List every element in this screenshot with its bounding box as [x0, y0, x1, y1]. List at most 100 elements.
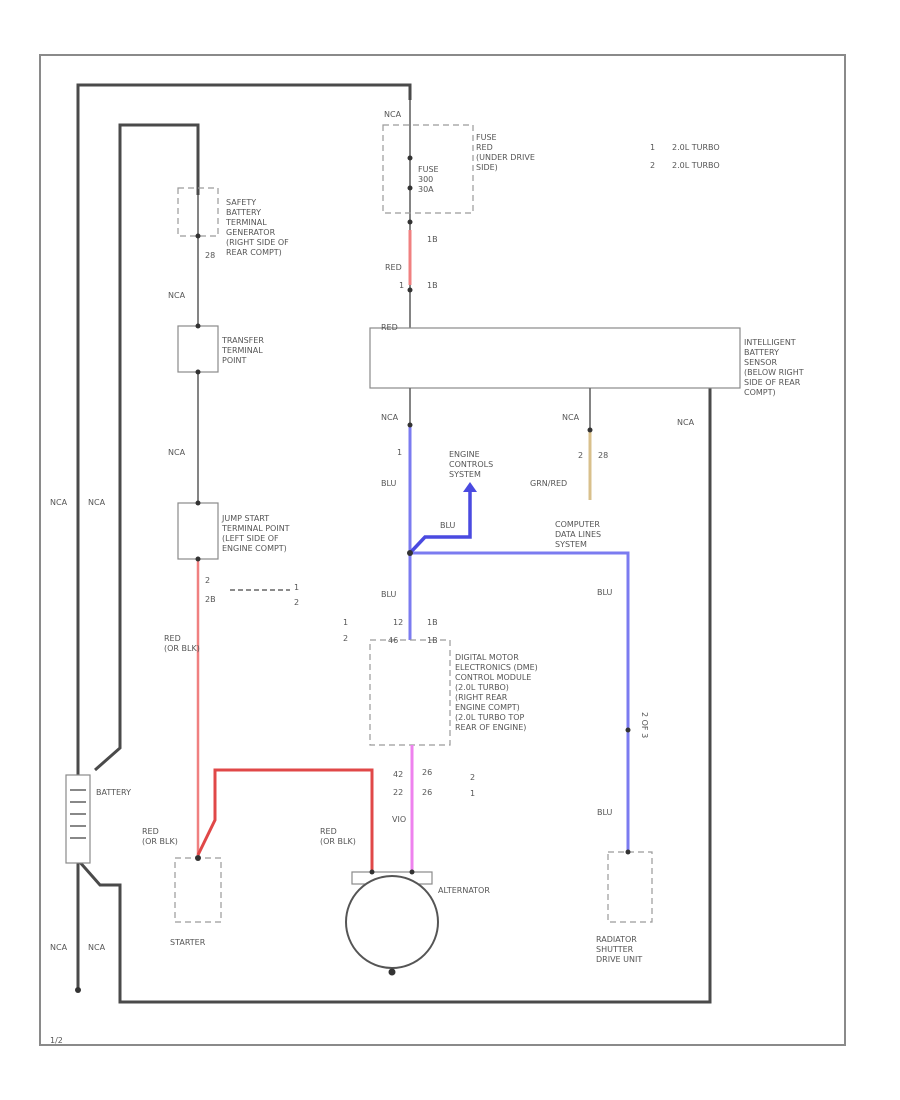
text-line: BATTERY: [744, 348, 779, 357]
legend-text: 2.0L TURBO: [672, 143, 720, 152]
wire-label: NCA: [677, 418, 695, 427]
legend-text: 2.0L TURBO: [672, 161, 720, 170]
dme-pin: 22: [393, 788, 403, 797]
transfer-point-box: [177, 325, 219, 373]
alternator-terminal: [409, 869, 415, 875]
connector-dot: [195, 369, 201, 375]
dme-pin: 42: [393, 770, 403, 779]
fuse-terminal: [407, 155, 413, 161]
connector-dot: [625, 849, 631, 855]
text-line: (UNDER DRIVE: [476, 153, 535, 162]
fuse-terminal: [407, 185, 413, 191]
text-line: ENGINE COMPT): [222, 544, 287, 553]
jump-start-pin: 2B: [205, 595, 216, 604]
battery-symbol: [65, 774, 91, 864]
wire-color-label: BLU: [381, 590, 397, 599]
jump-start-pin: 2: [205, 576, 210, 585]
wire-color-label: RED(OR BLK): [164, 634, 200, 653]
text-line: SYSTEM: [555, 540, 587, 549]
fuse-wire-label: NCA: [384, 110, 402, 119]
ground-wire-bottom: [76, 388, 712, 1004]
text-line: SYSTEM: [449, 470, 481, 479]
ground-wire-outer: [76, 83, 412, 775]
wire-color-label: GRN/RED: [530, 479, 567, 488]
wire-color-label: BLU: [597, 808, 613, 817]
dme-pin: 46: [388, 636, 398, 645]
text-line: SIDE OF REAR: [744, 378, 801, 387]
wire-color-label: VIO: [392, 815, 406, 824]
text-line: (OR BLK): [320, 837, 356, 846]
dme-pin: 1B: [427, 618, 438, 627]
text-line: COMPUTER: [555, 520, 600, 529]
text-line: (OR BLK): [164, 644, 200, 653]
connector-dot: [407, 422, 413, 428]
dme-pin: 26: [422, 788, 432, 797]
text-line: RED: [142, 827, 159, 836]
blue-wires: [407, 388, 631, 850]
text-line: (RIGHT REAR: [455, 693, 508, 702]
connector-dot: [195, 500, 201, 506]
text-line: RED: [164, 634, 181, 643]
starter-terminal: [195, 855, 201, 861]
wire-label: NCA: [168, 448, 186, 457]
text-line: (2.0L TURBO): [455, 683, 509, 692]
connector-dot: [195, 556, 201, 562]
text-line: FUSE: [418, 165, 439, 174]
fuse-block: [382, 124, 474, 214]
text-line: BATTERY: [226, 208, 261, 217]
text-line: FUSE: [476, 133, 497, 142]
connector-dot: [195, 233, 201, 239]
alternator-symbol: [345, 875, 439, 969]
text-line: CONTROLS: [449, 460, 493, 469]
wire-label: NCA: [50, 943, 68, 952]
starter-box: [174, 857, 222, 923]
engine-controls-arrow: [463, 482, 477, 492]
connector-dot: [625, 727, 631, 733]
dme-side-pin: 1: [343, 618, 348, 627]
alternator-label: ALTERNATOR: [438, 886, 490, 895]
text-line: 300: [418, 175, 433, 184]
text-line: SHUTTER: [596, 945, 634, 954]
dme-pin: 26: [422, 768, 432, 777]
connector-dot: [407, 287, 413, 293]
blue-wire-engine-controls: [408, 492, 472, 555]
text-line: CONTROL MODULE: [455, 673, 531, 682]
text-line: ENGINE COMPT): [455, 703, 520, 712]
text-line: SIDE): [476, 163, 498, 172]
wire-color-label: RED(OR BLK): [320, 827, 356, 846]
figure-id: 1/2: [50, 1036, 63, 1045]
connector-dot: [587, 427, 593, 433]
jump-start-pin: 2: [294, 598, 299, 607]
text-line: (2.0L TURBO TOP: [455, 713, 525, 722]
text-line: SAFETY: [226, 198, 256, 207]
dme-pin: 1B: [427, 636, 438, 645]
text-line: TERMINAL: [225, 218, 267, 227]
jump-start-box: [177, 502, 219, 560]
wire-color-label: BLU: [440, 521, 456, 530]
battery-label: BATTERY: [96, 788, 131, 797]
text-line: DIGITAL MOTOR: [455, 653, 519, 662]
text-line: DATA LINES: [555, 530, 601, 539]
text-line: SENSOR: [744, 358, 777, 367]
dme-module: [369, 639, 451, 746]
legend-num: 1: [650, 143, 655, 152]
fuse-pin-label: 1B: [427, 235, 438, 244]
text-line: (OR BLK): [142, 837, 178, 846]
ground-wire-inner: [94, 123, 200, 772]
ibs-pin-label: RED: [381, 323, 398, 332]
jump-start-pin: 1: [294, 583, 299, 592]
intelligent-battery-sensor-box: [369, 327, 741, 389]
text-line: RADIATOR: [596, 935, 637, 944]
text-line: TRANSFER: [221, 336, 264, 345]
dme-side-mark: 2: [470, 773, 475, 782]
radiator-shutter-box: [607, 851, 653, 923]
